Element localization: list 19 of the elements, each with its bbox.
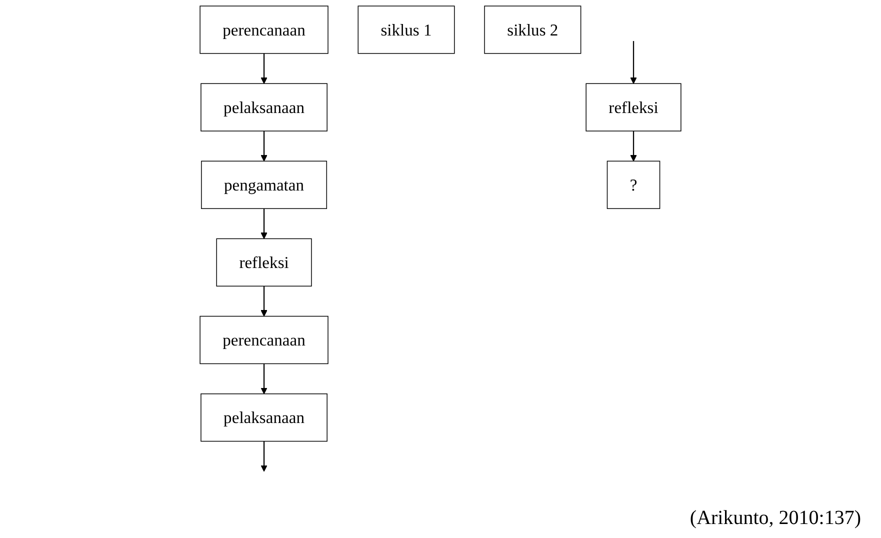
node-box: siklus 2 bbox=[484, 6, 582, 54]
node-box: pengamatan bbox=[201, 160, 328, 209]
arrow bbox=[260, 364, 268, 394]
node-box: ? bbox=[606, 160, 660, 209]
source-caption: (Arikunto, 2010:137) bbox=[690, 507, 861, 530]
node-box: perencanaan bbox=[200, 6, 328, 54]
arrow bbox=[260, 441, 268, 472]
node-box: refleksi bbox=[216, 238, 312, 287]
node-box: siklus 1 bbox=[358, 6, 455, 54]
arrow bbox=[260, 286, 268, 317]
arrow bbox=[260, 53, 268, 84]
node-box: perencanaan bbox=[200, 316, 328, 364]
node-box: refleksi bbox=[586, 83, 682, 132]
arrow bbox=[260, 131, 268, 162]
arrow bbox=[260, 208, 268, 239]
node-box: pelaksanaan bbox=[200, 83, 328, 132]
arrow bbox=[630, 41, 637, 84]
arrow bbox=[630, 131, 637, 162]
node-box: pelaksanaan bbox=[200, 393, 328, 442]
